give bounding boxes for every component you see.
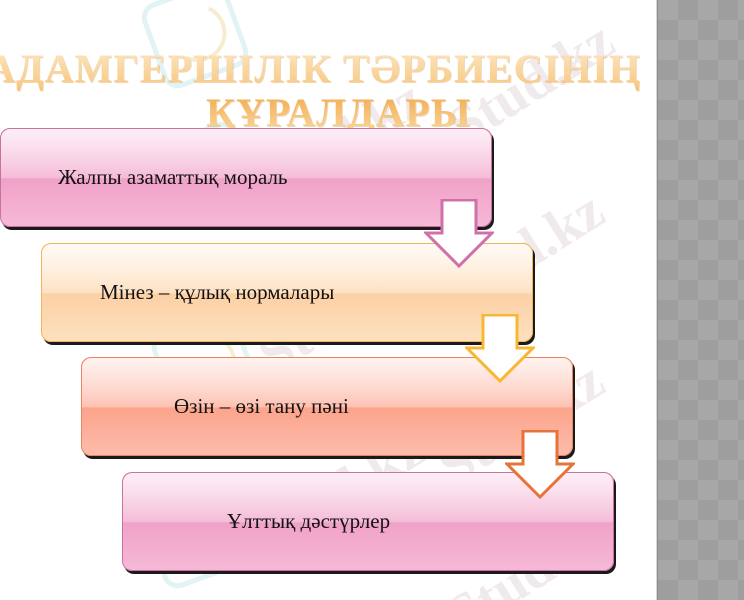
side-panel: [657, 0, 744, 600]
down-arrow-icon: [424, 199, 494, 269]
step-label: Өзін – өзі тану пәні: [174, 394, 349, 418]
step-label: Жалпы азаматтық мораль: [58, 165, 288, 189]
title-line-1: АДАМГЕРШІЛІК ТӘРБИЕСІНІҢ: [0, 45, 641, 91]
down-arrow-icon: [465, 314, 535, 384]
step-label: Ұлттық дәстүрлер: [227, 509, 391, 533]
slide-title: АДАМГЕРШІЛІК ТӘРБИЕСІНІҢ ҚҰРАЛДАРЫ: [0, 45, 657, 135]
step-label: Мінез – құлық нормалары: [100, 280, 335, 304]
title-line-2: ҚҰРАЛДАРЫ: [205, 89, 471, 135]
slide: - Stud.kz Stud.kz - Stud.kz Stud.kz - St…: [0, 0, 657, 600]
down-arrow-icon: [505, 430, 575, 500]
step-box-1: Жалпы азаматтық мораль: [0, 128, 492, 227]
